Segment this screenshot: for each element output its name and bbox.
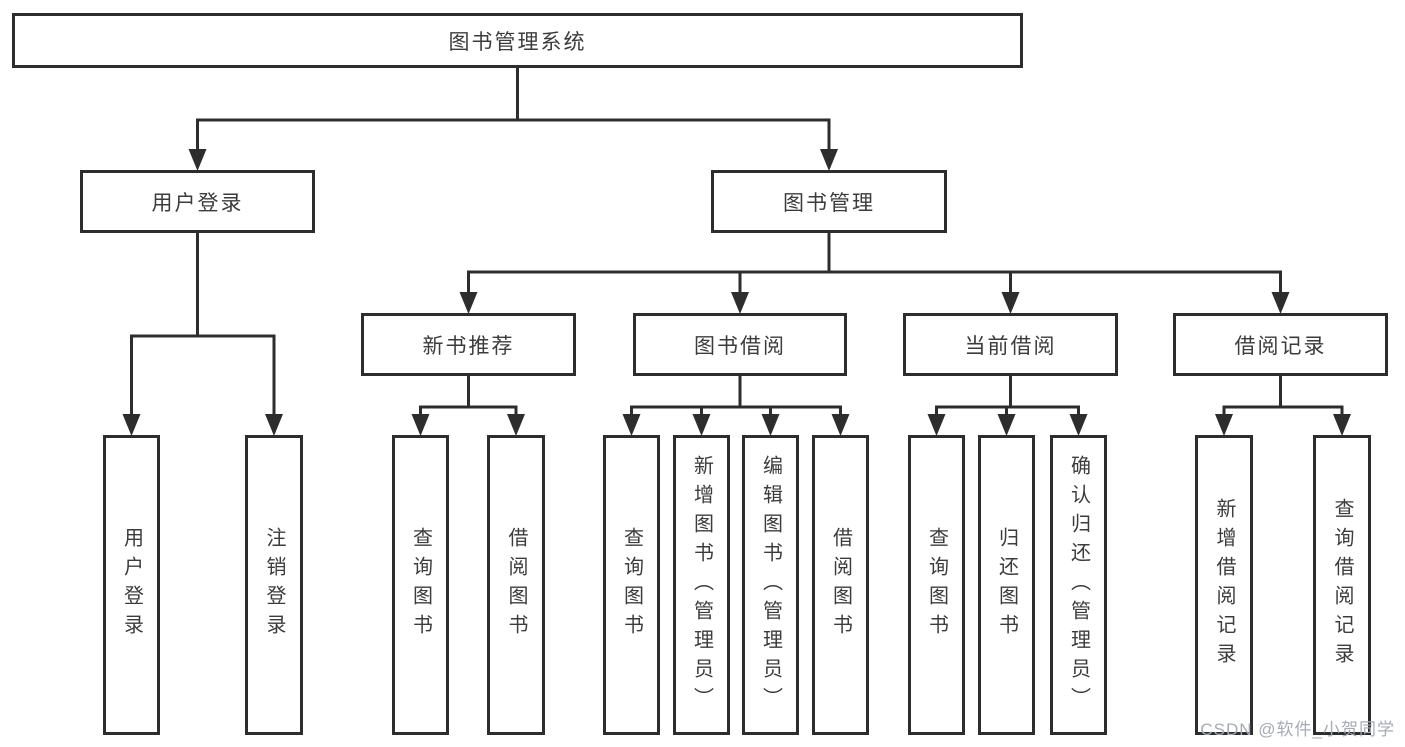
node-label: 查询借阅记录 [1331, 498, 1353, 672]
node-label: 借阅记录 [1234, 334, 1327, 358]
arrow-down-icon [188, 149, 207, 171]
watermark: CSDN @软件_小贺同学 [1200, 720, 1395, 739]
arrow-down-icon [820, 149, 838, 171]
node-label: 编辑图书（管理员） [759, 454, 782, 716]
node-query-books-current: 查询图书 [908, 435, 965, 735]
arrow-down-icon [1215, 414, 1233, 436]
arrow-down-icon [1001, 292, 1020, 314]
node-label: 注销登录 [263, 527, 285, 643]
node-logout: 注销登录 [245, 435, 303, 735]
node-current-borrowing: 当前借阅 [903, 313, 1118, 376]
arrow-down-icon [265, 414, 283, 436]
node-query-books-borrowing: 查询图书 [603, 435, 660, 735]
node-book-management-branch: 图书管理 [711, 170, 947, 233]
node-label: 新书推荐 [422, 334, 515, 358]
node-label: 借阅图书 [505, 527, 527, 643]
node-edit-books-admin: 编辑图书（管理员） [742, 435, 799, 735]
node-label: 新增图书（管理员） [690, 454, 713, 716]
arrow-down-icon [122, 414, 141, 436]
node-user-login-branch: 用户登录 [80, 170, 315, 233]
arrow-down-icon [692, 414, 711, 436]
arrow-down-icon [1271, 292, 1290, 314]
arrow-down-icon [927, 414, 946, 436]
node-add-borrowing-record: 新增借阅记录 [1195, 435, 1253, 735]
node-label: 查询图书 [620, 527, 643, 643]
arrow-down-icon [1333, 414, 1351, 436]
arrow-down-icon [731, 292, 749, 314]
arrow-down-icon [622, 414, 641, 436]
node-label: 查询图书 [925, 527, 948, 643]
arrow-down-icon [831, 414, 850, 436]
node-label: 用户登录 [151, 191, 244, 215]
node-return-books: 归还图书 [978, 435, 1035, 735]
node-label: 图书管理系统 [448, 30, 587, 54]
node-label: 图书管理 [783, 191, 875, 215]
node-label: 图书借阅 [694, 334, 786, 358]
node-borrow-books-recommend: 借阅图书 [487, 435, 545, 735]
arrow-down-icon [411, 414, 430, 436]
node-label: 当前借阅 [964, 334, 1057, 358]
node-query-borrowing-record: 查询借阅记录 [1313, 435, 1371, 735]
node-confirm-return-admin: 确认归还（管理员） [1050, 435, 1107, 735]
node-add-books-admin: 新增图书（管理员） [673, 435, 730, 735]
node-book-management-system: 图书管理系统 [12, 13, 1023, 68]
arrow-down-icon [1069, 414, 1088, 436]
node-label: 查询图书 [409, 527, 432, 643]
node-label: 借阅图书 [829, 527, 852, 643]
node-label: 确认归还（管理员） [1067, 454, 1090, 716]
node-borrowing-records: 借阅记录 [1173, 313, 1388, 376]
node-label: 用户登录 [120, 527, 143, 643]
node-new-book-recommend: 新书推荐 [361, 313, 576, 376]
arrow-down-icon [997, 414, 1016, 436]
node-label: 新增借阅记录 [1213, 498, 1235, 672]
node-label: 归还图书 [995, 527, 1018, 643]
node-borrow-books-borrowing: 借阅图书 [812, 435, 869, 735]
node-book-borrowing: 图书借阅 [633, 313, 847, 376]
node-query-books-recommend: 查询图书 [392, 435, 449, 735]
arrow-down-icon [459, 292, 478, 314]
node-user-login: 用户登录 [103, 435, 160, 735]
arrow-down-icon [761, 414, 780, 436]
arrow-down-icon [507, 414, 525, 436]
